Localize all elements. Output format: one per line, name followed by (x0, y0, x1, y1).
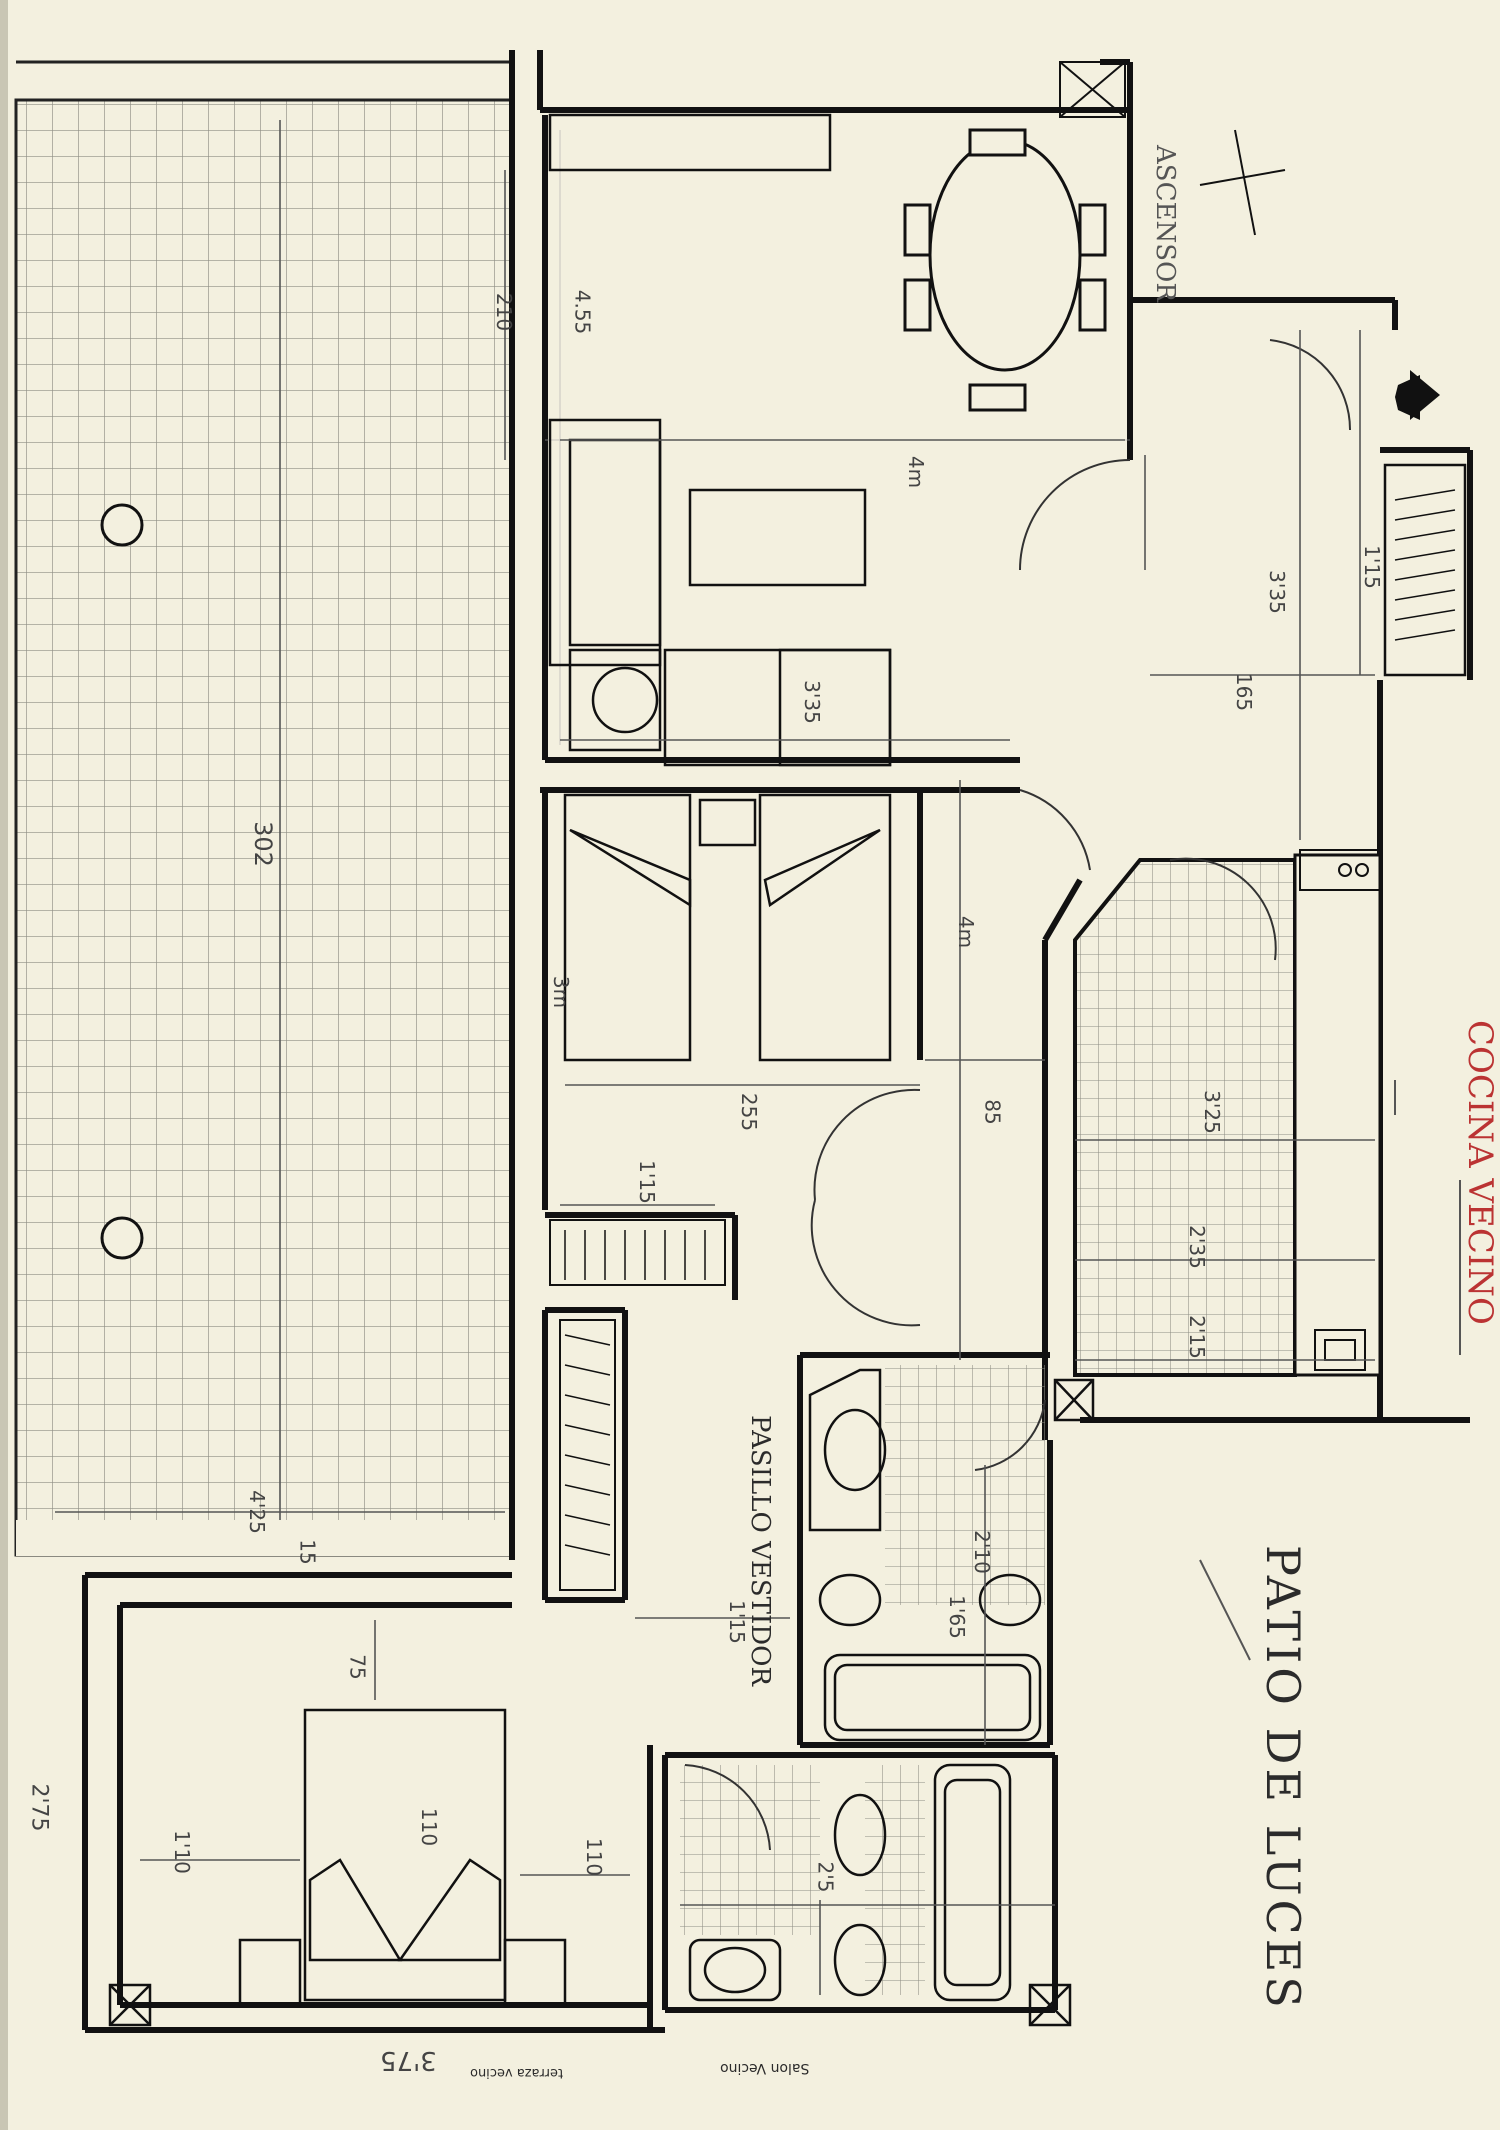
dim-label: 302 (248, 821, 277, 867)
bathroom-fixtures (688, 1368, 1042, 2002)
dim-label: 110 (582, 1837, 607, 1877)
dim-label: 4.55 (570, 289, 595, 335)
dim-label: 1'15 (724, 1600, 749, 1644)
dim-label: 3'35 (1264, 570, 1289, 614)
terrace-area (14, 98, 513, 1557)
dim-label: 255 (737, 1092, 762, 1132)
dining-table (903, 128, 1107, 412)
dim-label: 85 (980, 1099, 1005, 1125)
dim-label: 2'75 (26, 1783, 52, 1832)
wardrobe (549, 1219, 726, 1591)
label-salon-vecino: Salon Vecino (720, 2060, 810, 2076)
column-circle (100, 503, 144, 547)
dim-label: 4m (904, 455, 929, 489)
dim-label: 4'25 (244, 1490, 269, 1534)
dim-label: 110 (417, 1807, 442, 1847)
dim-label: 2'5 (813, 1861, 838, 1893)
kitchen-area (1073, 853, 1382, 1377)
label-cocina-vecino: COCINA VECINO (1460, 1020, 1500, 1325)
double-bed (238, 1708, 567, 2007)
dim-label: 165 (1232, 672, 1257, 712)
column-circle (100, 1216, 144, 1260)
label-patio-de-luces: PATIO DE LUCES (1256, 1545, 1310, 2012)
sofa-group (548, 113, 892, 767)
dim-label: 15 (295, 1539, 320, 1565)
elevator-symbol (1059, 61, 1286, 236)
dim-label: 3'25 (1199, 1090, 1224, 1134)
dim-label: 1'15 (1359, 545, 1384, 589)
dim-label: 1'15 (634, 1160, 659, 1204)
dim-label: 2'10 (969, 1530, 994, 1574)
dim-label: 75 (345, 1654, 370, 1680)
dim-label: 3'75 (380, 2045, 437, 2075)
dim-label: 2'15 (1184, 1315, 1209, 1359)
dim-label: 210 (492, 292, 517, 332)
dim-label: 3'35 (799, 680, 824, 724)
dim-label: 4m (954, 915, 979, 949)
twin-beds (563, 793, 892, 1062)
label-pasillo-vestidor: PASILLO VESTIDOR (745, 1415, 775, 1686)
label-ascensor: ASCENSOR (1150, 145, 1180, 302)
dim-label: 3m (549, 975, 574, 1009)
dim-label: 1'65 (944, 1595, 969, 1639)
dim-label: 2'35 (1184, 1225, 1209, 1269)
dim-label: 1'10 (169, 1830, 194, 1874)
label-terraza-vecino: terraza vecino (470, 2065, 564, 2080)
